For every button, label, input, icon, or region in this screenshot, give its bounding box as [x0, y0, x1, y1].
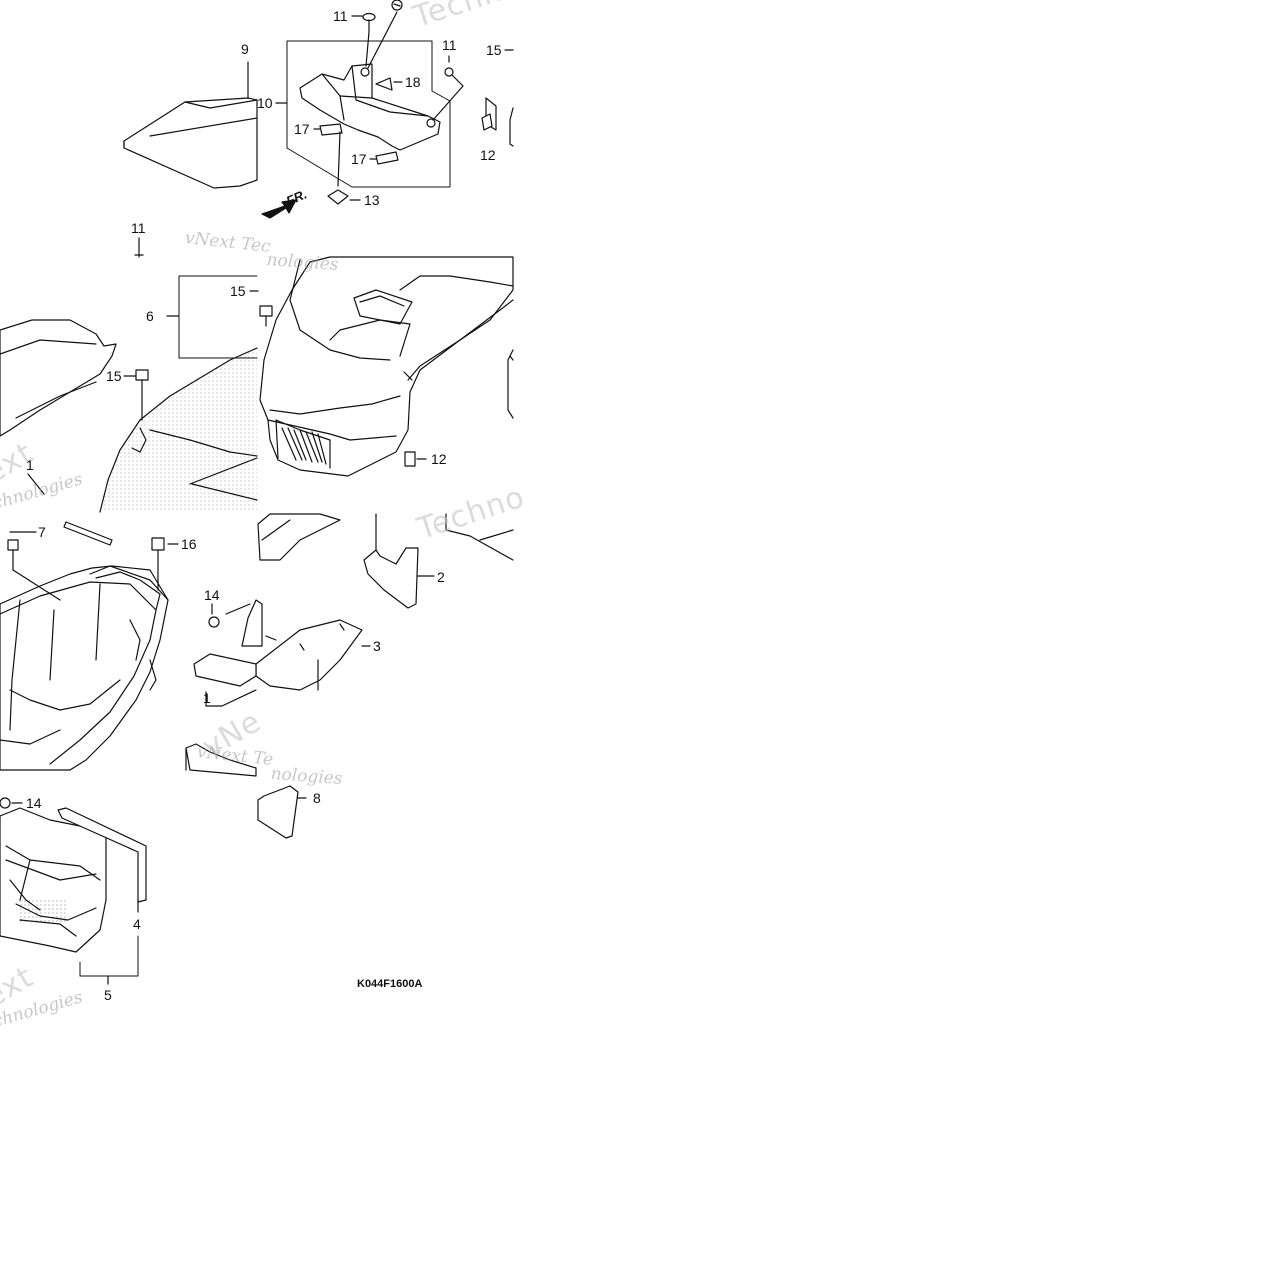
- callout-box-6: [166, 275, 258, 359]
- lid-1-part: [193, 653, 257, 707]
- callout-5-bracket: [79, 935, 139, 985]
- cover-2-part: [363, 513, 435, 609]
- bracket-8-part: [185, 743, 307, 839]
- callout-4: 4: [133, 916, 141, 932]
- screw-11-right: [432, 55, 464, 121]
- bracket-callout-box: [275, 40, 451, 188]
- rear-cover-part: [0, 319, 117, 437]
- side-bracket: [225, 599, 263, 647]
- leader-1-left: [27, 473, 45, 495]
- callout-8: 8: [313, 790, 321, 806]
- edge-part-mid-right: [507, 349, 514, 419]
- screw-14-bottom: [0, 797, 23, 809]
- pad-17-lower: [369, 151, 399, 165]
- callout-16: 16: [181, 536, 197, 552]
- rack-rail-4: [57, 807, 147, 913]
- callout-7: 7: [38, 524, 46, 540]
- bolt-left-top: [7, 539, 61, 601]
- edge-part-lower-right: [445, 513, 514, 561]
- screw-14-mid: [208, 603, 220, 628]
- callout-17-lower: 17: [351, 151, 367, 167]
- callout-2: 2: [437, 569, 445, 585]
- rack-box-part: [0, 807, 107, 953]
- storage-box-part: [259, 256, 514, 477]
- callout-15-top: 15: [486, 42, 502, 58]
- callout-3: 3: [373, 638, 381, 654]
- callout-1-left: 1: [26, 457, 34, 473]
- front-panel-part: [255, 513, 371, 691]
- floor-mat-part: [123, 61, 258, 189]
- clip-12-center: [404, 451, 427, 467]
- callout-11-left: 11: [131, 220, 146, 236]
- bolt-16: [151, 537, 179, 591]
- callout-17-upper: 17: [294, 121, 310, 137]
- leader-11-left: [134, 237, 144, 258]
- bolt-15-a: [123, 369, 149, 421]
- edge-parts-right: [481, 49, 514, 147]
- callout-11-right: 11: [442, 37, 457, 53]
- screw-11-top: [351, 12, 376, 67]
- callout-1-mid: 1: [203, 690, 211, 706]
- callout-10: 10: [257, 95, 273, 111]
- pad-17-upper: [313, 123, 343, 136]
- figure-code: K044F1600A: [357, 978, 423, 990]
- callout-11-top: 11: [333, 8, 348, 24]
- bolt-15-b: [249, 290, 273, 327]
- callout-5: 5: [104, 987, 112, 1003]
- screw-small-top: [367, 0, 403, 69]
- callout-12-center: 12: [431, 451, 447, 467]
- callout-14-bottom: 14: [26, 795, 42, 811]
- callout-9: 9: [241, 41, 249, 57]
- bracket-part: [299, 63, 441, 151]
- nut-13: [327, 131, 361, 205]
- callout-15-left: 15: [106, 368, 122, 384]
- luggage-box-part: [0, 565, 169, 771]
- clip-18: [375, 77, 403, 91]
- callout-15-mid: 15: [230, 283, 246, 299]
- callout-12-top: 12: [480, 147, 496, 163]
- storage-box-vents: [281, 427, 327, 465]
- callout-14-mid: 14: [204, 587, 220, 603]
- callout-18: 18: [405, 74, 421, 90]
- fr-arrow: [261, 199, 297, 219]
- callout-13: 13: [364, 192, 380, 208]
- callout-6: 6: [146, 308, 154, 324]
- floor-panel-part: [99, 347, 258, 513]
- rod-7: [9, 521, 113, 546]
